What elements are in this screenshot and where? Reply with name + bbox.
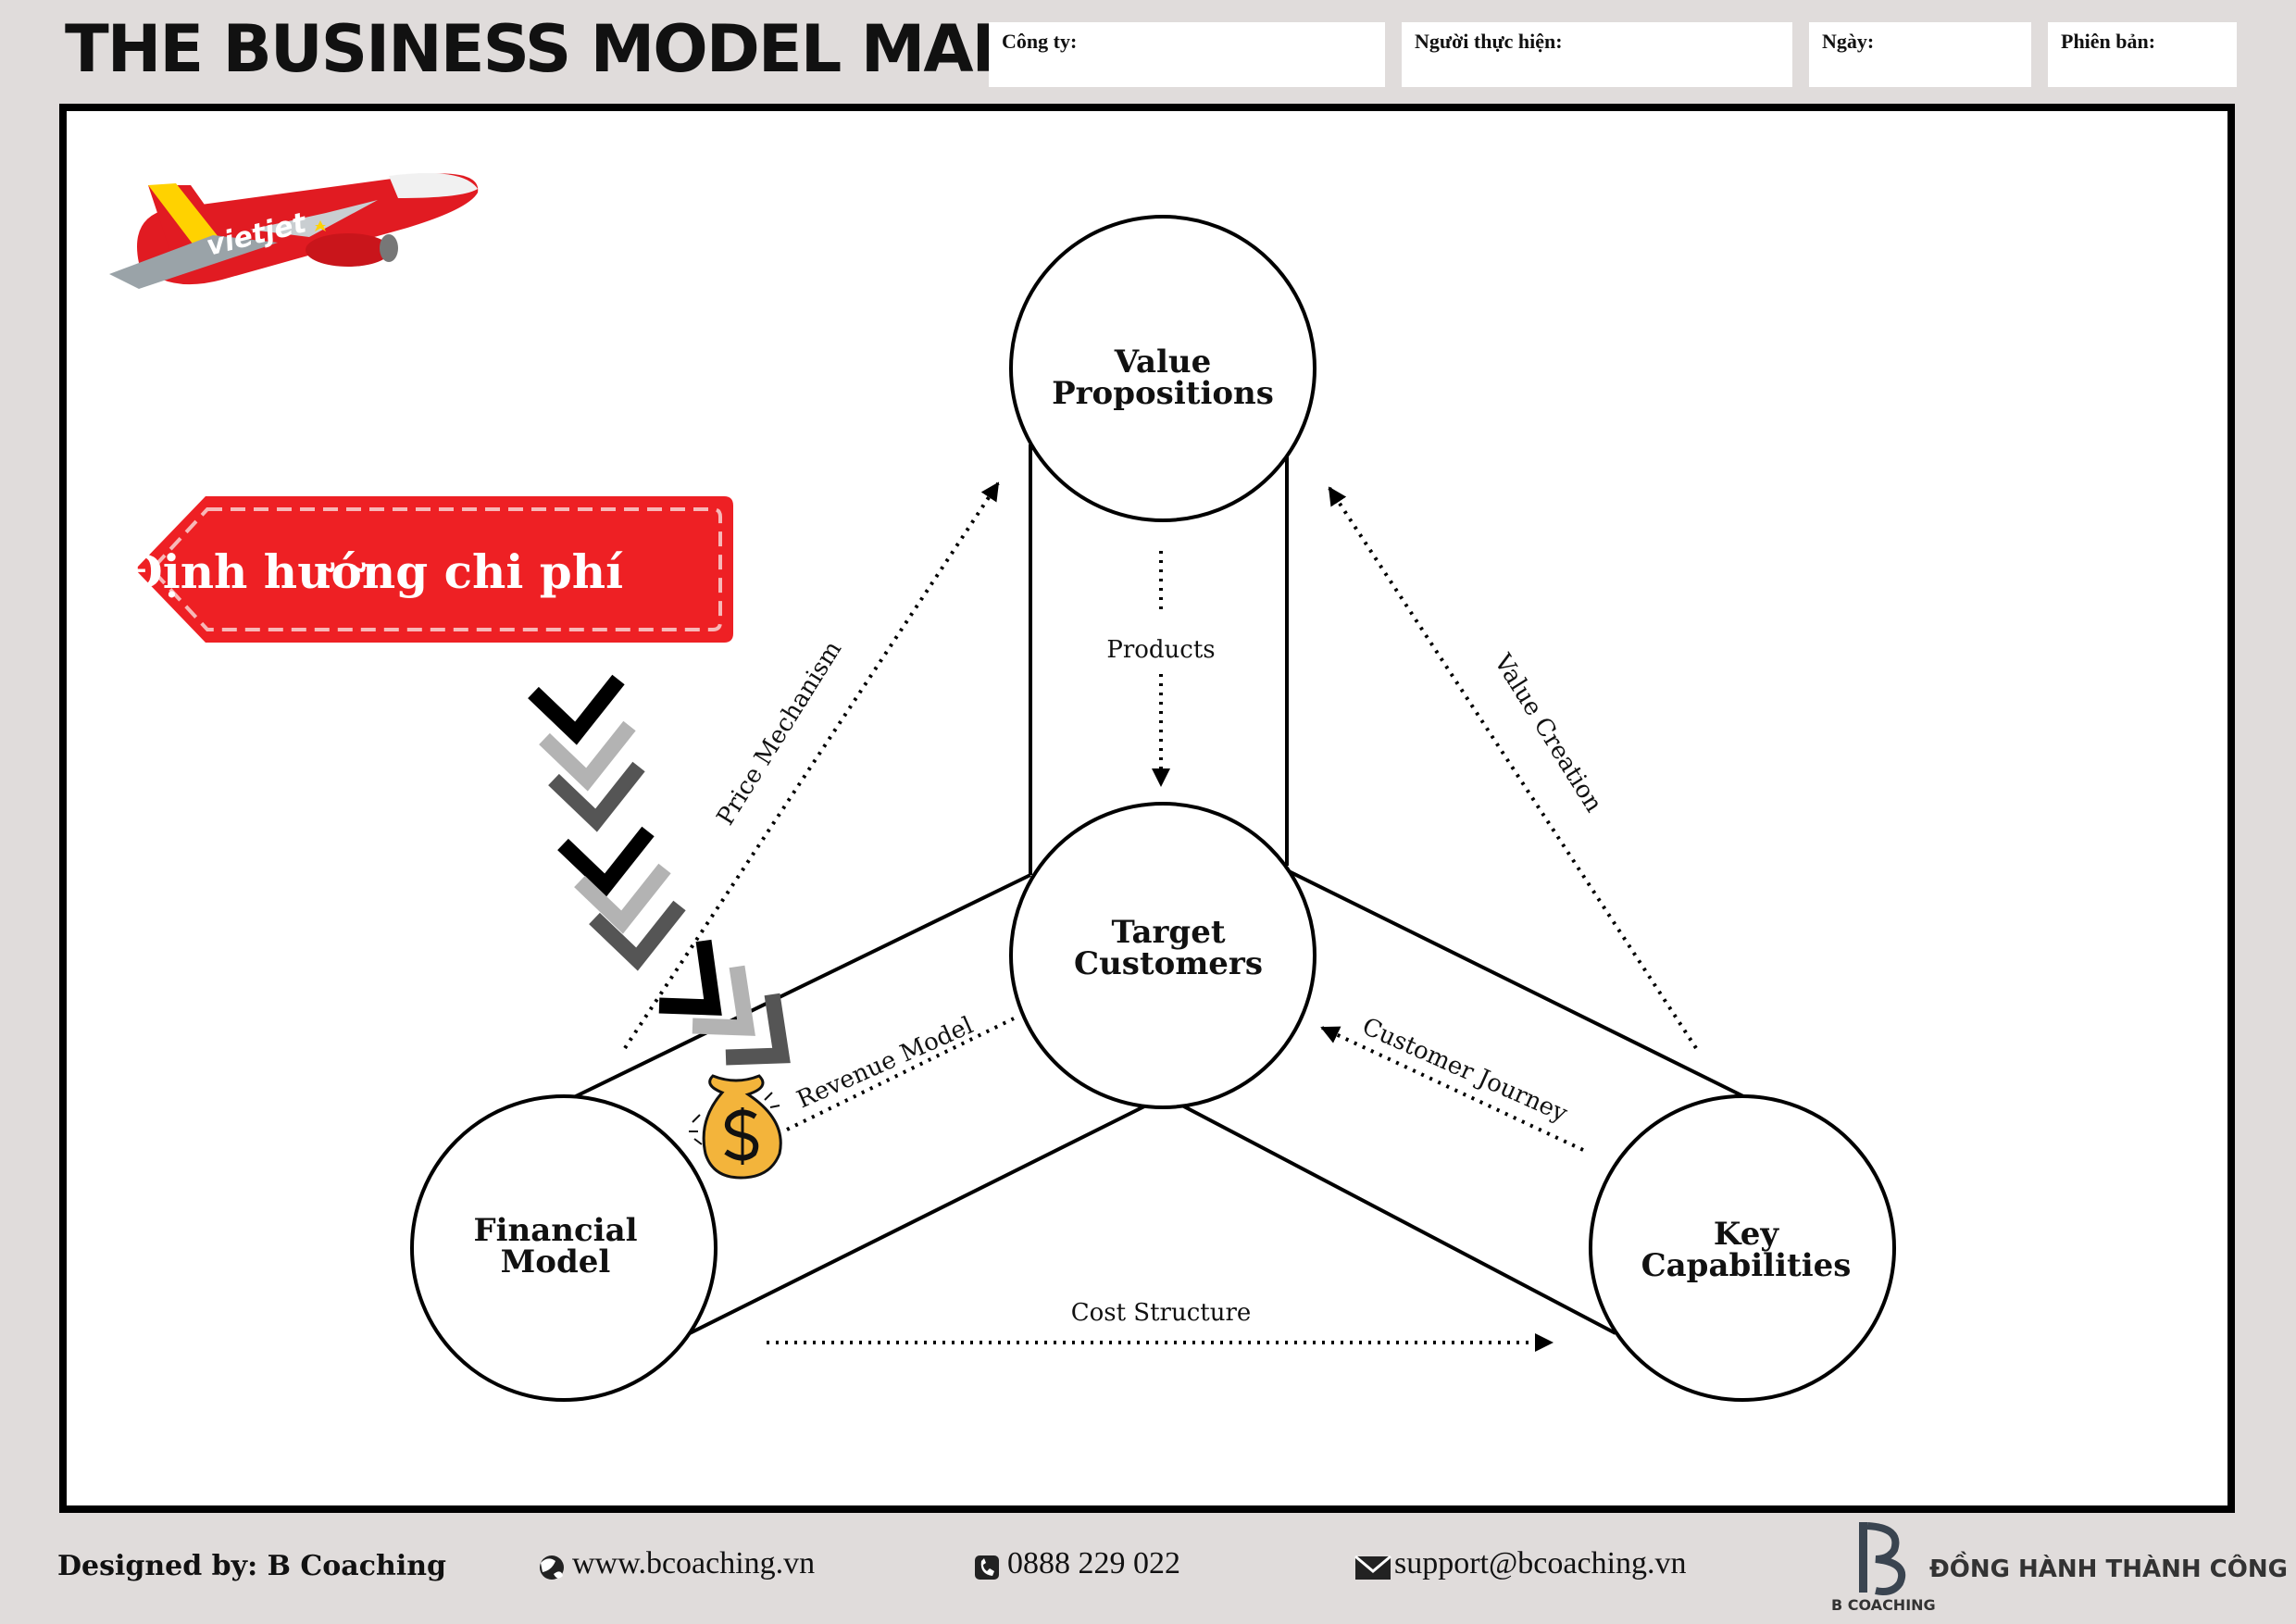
version-label: Phiên bản: [2061, 30, 2156, 53]
cost-structure-label: Cost Structure [1070, 1299, 1252, 1327]
email-link[interactable]: support@bcoaching.vn [1394, 1546, 1687, 1580]
key-capabilities-label: Key Capabilities [1641, 1216, 1852, 1284]
company-field[interactable]: Công ty: [989, 22, 1385, 87]
date-label: Ngày: [1822, 30, 1875, 53]
customer-journey-arrow [1320, 1026, 1584, 1152]
products-label: Products [1106, 636, 1216, 664]
designed-by: Designed by: B Coaching [57, 1550, 446, 1582]
date-field[interactable]: Ngày: [1809, 22, 2031, 87]
author-field[interactable]: Người thực hiện: [1402, 22, 1792, 87]
globe-icon [540, 1555, 564, 1580]
target-customers-circle[interactable] [1009, 802, 1316, 1109]
badge-label: Định hướng chi phí [122, 544, 624, 599]
price-mechanism-arrow [623, 481, 1000, 1050]
chevron-arrow-icon [725, 993, 791, 1066]
financial-model-label: Financial Model [473, 1212, 638, 1280]
revenue-model-arrow [786, 1017, 1015, 1131]
target-customers-label: Target Customers [1074, 914, 1263, 982]
page-title: THE BUSINESS MODEL MAP [65, 11, 1019, 87]
author-label: Người thực hiện: [1415, 30, 1563, 53]
value-propositions-label: Value Propositions [1052, 344, 1274, 412]
version-field[interactable]: Phiên bản: [2048, 22, 2237, 87]
financial-model-circle[interactable] [410, 1094, 718, 1402]
chevron-arrow-icon [557, 826, 655, 897]
cost-orientation-badge [135, 496, 733, 643]
phone-number[interactable]: 0888 229 022 [1007, 1546, 1180, 1580]
chevron-arrow-icon [589, 900, 686, 971]
chevron-arrow-icon [548, 761, 645, 832]
chevron-arrows [528, 674, 791, 1066]
mail-icon [1354, 1555, 1391, 1580]
company-label: Công ty: [1002, 30, 1078, 53]
key-capabilities-circle[interactable] [1589, 1094, 1896, 1402]
value-propositions-circle[interactable] [1009, 215, 1316, 522]
phone-icon [975, 1555, 999, 1580]
chevron-arrow-icon [692, 965, 755, 1036]
logo-caption: B COACHING [1831, 1596, 1936, 1614]
value-creation-arrow [1328, 486, 1698, 1050]
chevron-arrow-icon [528, 674, 625, 745]
slogan: ĐỒNG HÀNH THÀNH CÔNG [1929, 1555, 2288, 1583]
chevron-arrow-icon [574, 863, 671, 934]
money-bag-icon [689, 1074, 782, 1180]
b-logo-icon [1859, 1522, 1906, 1595]
website-link[interactable]: www.bcoaching.vn [572, 1546, 816, 1580]
chevron-arrow-icon [658, 939, 722, 1016]
connector-lines [573, 444, 1746, 1335]
chevron-arrow-icon [539, 720, 636, 792]
airplane-icon: vietjet [109, 173, 479, 289]
